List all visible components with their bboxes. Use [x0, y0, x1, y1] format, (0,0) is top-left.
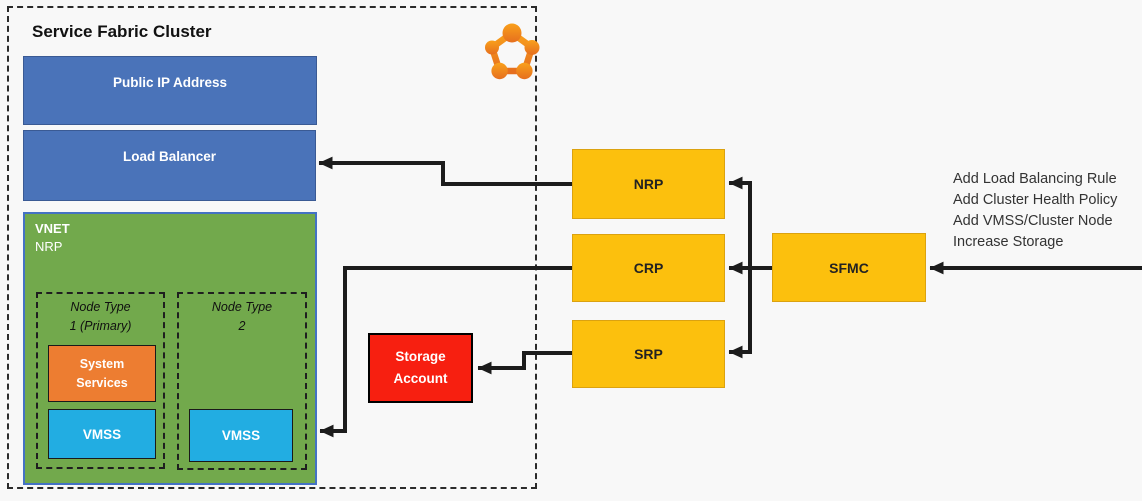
node-type-2-label: Node Type 2 [211, 300, 273, 334]
sfmc-box: SFMC [772, 233, 926, 302]
service-fabric-icon [485, 23, 540, 80]
crp-box: CRP [572, 234, 725, 302]
vnet-nrp-sublabel: NRP [35, 239, 63, 254]
annotation-line: Increase Storage [953, 234, 1064, 250]
arrow-sfmc-to-nrp [728, 176, 752, 268]
annotation-line: Add VMSS/Cluster Node [953, 213, 1113, 229]
service-fabric-cluster-boundary: Service Fabric Cluster Public IP Address [7, 6, 540, 489]
node-type-1-box: Node Type 1 (Primary) System Services VM… [36, 292, 165, 469]
system-services-box: System Services [48, 345, 156, 402]
node-type-1-label: Node Type 1 (Primary) [69, 300, 132, 334]
srp-box: SRP [572, 320, 725, 388]
arrow-sfmc-to-srp [728, 268, 752, 359]
storage-account-box: Storage Account [368, 333, 473, 403]
vmss-box-2: VMSS [189, 409, 293, 462]
vmss-box-1: VMSS [48, 409, 156, 459]
annotation-line: Add Cluster Health Policy [953, 192, 1118, 208]
annotation-line: Add Load Balancing Rule [953, 171, 1117, 187]
load-balancer-box: Load Balancer [23, 130, 316, 201]
nrp-box: NRP [572, 149, 725, 219]
public-ip-address-box: Public IP Address [23, 56, 317, 125]
operation-annotations: Add Load Balancing Rule Add Cluster Heal… [953, 169, 1117, 253]
cluster-title: Service Fabric Cluster [32, 22, 212, 41]
vnet-box: VNET NRP Node Type 1 (Primary) System Se… [23, 212, 317, 485]
vnet-label: VNET [35, 221, 70, 236]
node-type-2-box: Node Type 2 VMSS [177, 292, 307, 470]
